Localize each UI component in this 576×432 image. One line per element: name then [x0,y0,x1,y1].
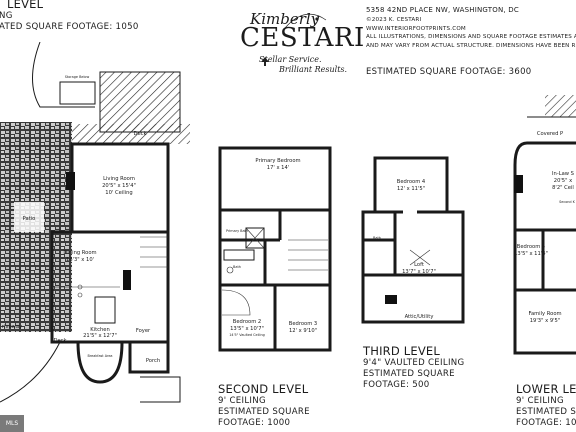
third-level-floorplan: Bedroom 4 12' x 11'5" Bath Loft 13'7" x … [361,156,465,324]
second-level-ceiling: 9' Ceiling [218,396,266,407]
lower-level-outline [513,141,576,355]
third-level-label: Third Level 9'4" Vaulted Ceiling Estimat… [363,344,465,391]
fridge [123,270,131,290]
inlaw-suite-name: In-Law S [552,171,574,177]
foyer-label: Foyer [136,328,151,334]
second-level-label: Second Level 9' Ceiling Estimated Square… [218,382,310,429]
bedroom-2-name: Bedroom 2 [233,319,261,325]
patio-label: Patio [23,216,36,222]
covered-patio-hatch [545,95,576,117]
mls-badge: MLS [0,415,24,432]
second-level-outline [218,146,332,352]
primary-bath-label: Primary Bath [226,229,248,233]
shower [245,227,265,249]
disclaimer-line-2: and may vary from actual structure. Dime… [366,42,576,49]
bath-label-third: Bath [373,236,381,240]
hvac-unit [385,295,397,304]
logo-mark [261,13,327,66]
patio-label-bg [14,202,44,232]
kitchen-name: Kitchen [90,327,110,333]
loft-dim: 13'7" x 10'7" [402,269,436,275]
bedroom-3-name: Bedroom 3 [289,321,317,327]
deck [65,124,190,144]
brand-logo [230,0,345,80]
second-level-title: Second Level [218,382,309,396]
attic-label: Attic/Utility [405,314,434,320]
family-room-dim: 19'3" x 9'5" [530,318,561,324]
covered-patio-label: Covered P [537,131,563,137]
first-level-title: Level [7,0,44,11]
brand-script: Kimberly [250,10,320,28]
bedroom-3-dim: 12' x 9'10" [289,328,317,334]
lower-level-floorplan: Covered P In-Law S 20'5" x 8'2" Ceil Sec… [513,95,576,355]
tagline-2: Brilliant Results. [279,65,348,74]
second-level-est: Estimated Square [218,407,310,418]
living-room-ceiling: 10' Ceiling [105,190,132,196]
inlaw-suite-dim: 20'5" x [554,178,572,184]
third-level-title: Third Level [363,344,440,358]
second-level-floorplan: Primary Bedroom 17' x 14' Primary Bath B… [218,146,332,352]
bedroom-2-ceiling: 14'5" Vaulted Ceiling [229,333,265,337]
bedroom-4-dim: 12' x 11'5" [397,186,425,192]
living-room-name: Living Room [103,176,135,182]
third-level-ceiling: 9'4" Vaulted Ceiling [363,358,465,369]
lower-level-label: Lower Lev 9' Ceiling Estimated Squ Foota… [516,382,576,429]
dining-room-name: Dining Room [63,250,96,256]
storage-label: Storage Below [65,75,90,79]
third-level-footage: Footage: 500 [363,379,430,390]
inlaw-suite-ceiling: 8'2" Ceil [552,185,574,191]
address: 5358 42nd Place NW, Washington, DC [366,6,519,14]
lower-level-ceiling: 9' Ceiling [516,396,564,407]
second-level-footage: Footage: 1000 [218,417,291,428]
kitchen-dim: 21'5" x 12'7" [83,333,117,339]
primary-bedroom-dim: 17' x 14' [267,165,289,171]
header-info: 5358 42nd Place NW, Washington, DC ©2023… [366,5,576,50]
primary-bedroom-name: Primary Bedroom [255,158,300,164]
deck-label: Deck [133,131,146,137]
bedroom-2-dim: 13'5" x 10'7" [230,326,264,332]
deck-lower-label: Deck [53,338,66,344]
first-level-label: Level ng ated Square Footage: 1050 [0,0,139,33]
porch-label: Porch [146,358,160,364]
bedroom-5-dim: 13'5" x 11'4" [514,251,548,257]
copyright: ©2023 K. Cestari [366,16,422,23]
third-level-outline [361,156,465,324]
stairs [140,236,168,268]
upper-deck [100,72,180,132]
brand-name: CESTARI [240,23,365,53]
second-kitchen-label: Second K [559,200,576,204]
ceiling-fan [409,249,431,266]
yard-curve [32,42,95,108]
living-room-dim: 20'5" x 15'4" [102,183,136,189]
storage-box [59,81,96,105]
tagline-1: Stellar Service. [259,55,322,64]
driveway-curve [0,341,61,403]
stairs-second [288,239,328,271]
website: www.interiorfootprints.com [366,25,466,32]
lower-level-est: Estimated Squ [516,407,576,418]
bedroom-5-name: Bedroom 5 [517,244,545,250]
first-level-line2: ng [0,11,13,22]
foyer-walls [128,342,170,374]
family-room-name: Family Room [528,311,561,317]
driveway-label: riveway [2,324,22,330]
first-level-footage: ated Square Footage: 1050 [0,22,139,33]
loft-name: Loft [414,262,424,268]
first-level-floorplan: Living Room 20'5" x 15'4" 10' Ceiling Pa… [0,42,190,403]
dining-room-dim: 16'3" x 10' [66,257,94,263]
lower-level-title: Lower Lev [516,382,576,396]
lower-fireplace [514,175,523,193]
third-level-est: Estimated Square [363,369,455,380]
porch-outline [140,376,181,403]
estimated-total: Estimated Square Footage: 3600 [366,67,532,77]
bedroom-4-name: Bedroom 4 [397,179,426,185]
disclaimer-line-1: All illustrations, dimensions and square… [366,34,576,41]
bath-label-second: Bath [233,265,241,269]
bathtub [223,249,255,261]
fireplace [66,172,75,190]
kitchen-island [94,296,116,324]
breakfast-label: Breakfast Area [87,354,112,358]
lower-level-footage: Footage: 1050 [516,417,576,428]
breakfast-bay [76,341,124,384]
